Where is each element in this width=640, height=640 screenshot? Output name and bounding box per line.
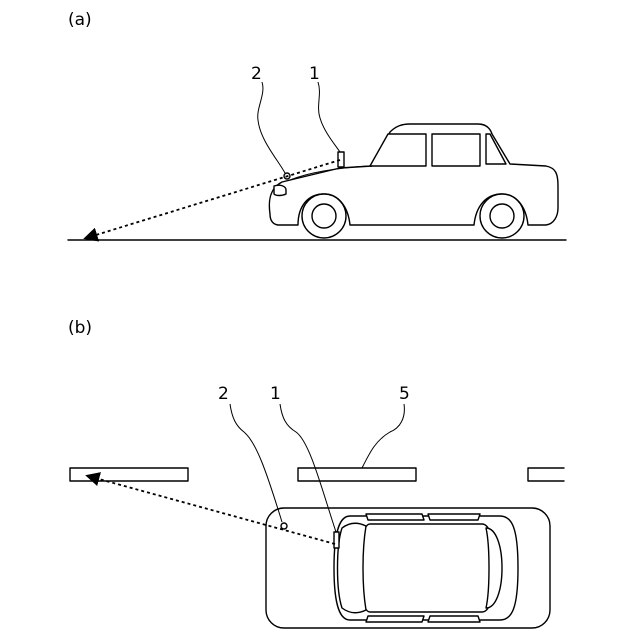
panel-a: (a) 2 1	[68, 10, 566, 240]
panel-b-label: (b)	[68, 318, 92, 338]
window-top-front	[366, 514, 424, 520]
leader-5-b	[362, 404, 404, 468]
callout-2-a: 2	[251, 64, 262, 84]
window-bottom-rear	[428, 616, 480, 622]
window-top-rear	[428, 514, 480, 520]
device-1-camera-top	[334, 532, 339, 548]
leader-1-a	[318, 82, 340, 152]
lane-marking-1	[70, 468, 188, 481]
panel-b: (b)	[68, 318, 564, 628]
window-bottom-front	[366, 616, 424, 622]
callout-1-b: 1	[270, 384, 281, 404]
panel-a-label: (a)	[68, 10, 92, 30]
car-top-view	[266, 508, 550, 628]
rear-hub	[490, 204, 514, 228]
device-2-light-source-top	[281, 523, 287, 529]
headlight	[274, 185, 286, 195]
front-window	[370, 134, 426, 166]
leader-2-a	[258, 82, 285, 173]
front-hub	[312, 204, 336, 228]
leader-2-b	[230, 404, 282, 522]
rear-quarter-window	[486, 134, 506, 164]
car-side-view	[269, 124, 558, 238]
windshield-top	[338, 523, 367, 613]
callout-2-b: 2	[218, 384, 229, 404]
rear-window	[432, 134, 480, 166]
callout-5-b: 5	[399, 384, 410, 404]
lane-marking-3	[528, 468, 564, 481]
roof-outline	[360, 524, 494, 612]
callout-1-a: 1	[309, 64, 320, 84]
